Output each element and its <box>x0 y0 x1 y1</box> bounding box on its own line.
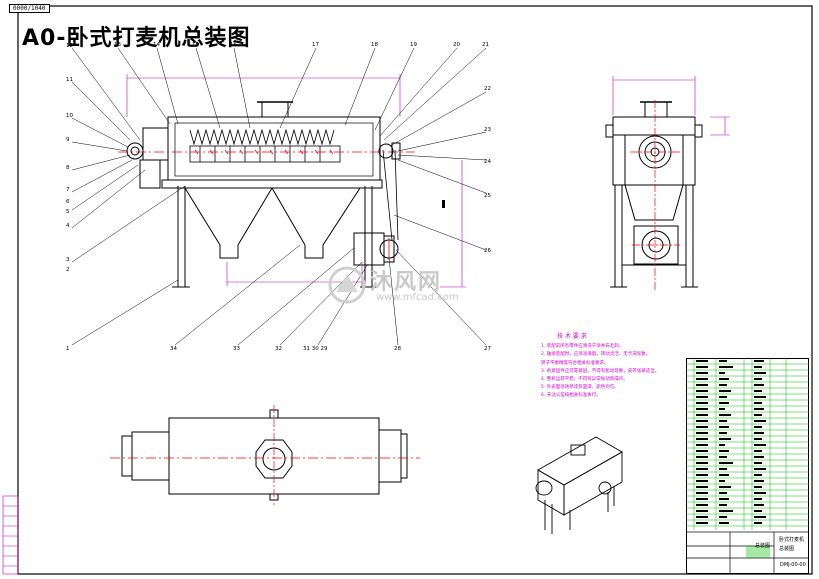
watermark-url: www.mfcad.com <box>376 292 459 303</box>
technical-requirements: 技 术 要 求 1. 装配前所有零件应清洗干净并去毛刺。 2. 轴承装配时，应涂… <box>541 333 681 401</box>
part-label: 31 30 29 <box>303 346 328 352</box>
part-label: 27 <box>484 346 491 352</box>
tech-requirements-title: 技 术 要 求 <box>557 333 587 340</box>
part-labels: 12 11 10 9 8 7 6 5 4 3 2 1 13 14 15 16 1… <box>66 42 491 352</box>
part-label: 19 <box>410 42 417 48</box>
tech-requirement-item: 2. 轴承装配时，应涂润滑脂，转动灵活，无卡滞现象。 <box>541 352 651 358</box>
part-label: 1 <box>66 346 70 352</box>
part-label: 5 <box>66 209 70 215</box>
tech-requirement-item: 6. 未注公差按相关标准执行。 <box>541 393 601 399</box>
part-label: 21 <box>482 42 489 48</box>
top-view <box>121 409 408 501</box>
dimensions-side <box>612 76 730 136</box>
part-label: 18 <box>371 42 378 48</box>
side-view <box>605 101 703 288</box>
part-label: 10 <box>66 113 73 119</box>
drawing-stamp: 0000/1040 <box>9 4 50 13</box>
tech-requirement-item: 1. 装配前所有零件应清洗干净并去毛刺。 <box>541 344 624 350</box>
rotor-beaters <box>189 128 341 163</box>
watermark-logo-icon <box>328 266 366 304</box>
part-label: 13 <box>114 42 121 48</box>
part-label: 34 <box>170 346 177 352</box>
part-label: 16 <box>230 42 237 48</box>
drawing-number: DMJ-00-00 <box>780 562 806 568</box>
part-label: 8 <box>66 165 70 171</box>
leader-lines <box>71 47 487 346</box>
part-label: 12 <box>66 43 73 49</box>
watermark-brand: 沐风网 <box>370 270 443 295</box>
drawing-title: A0-卧式打麦机总装图 <box>22 26 251 51</box>
part-label: 15 <box>192 42 199 48</box>
bill-of-materials: 总装图 卧式打麦机 总装图 DMJ-00-00 <box>686 358 809 574</box>
part-label: 33 <box>233 346 240 352</box>
part-label: 7 <box>66 187 70 193</box>
tech-requirement-item: 转子平衡精度符合相关标准要求。 <box>541 360 609 366</box>
watermark: 沐风网 www.mfcad.com <box>322 262 497 310</box>
bom-grid <box>686 358 809 574</box>
part-label: 22 <box>484 86 491 92</box>
title-block-stamp: 总装图 <box>755 543 771 549</box>
dimension-mark <box>442 200 445 208</box>
tech-requirement-item: 3. 各紧固件应可靠紧固，不得有松动现象，皮带张紧适当。 <box>541 368 660 374</box>
title-block-name: 卧式打麦机 <box>779 537 805 543</box>
part-label: 6 <box>66 199 70 205</box>
centerlines-side <box>630 100 680 292</box>
tech-requirement-item: 5. 外表面涂防锈漆及面漆，颜色均匀。 <box>541 385 619 391</box>
part-label: 9 <box>66 137 70 143</box>
part-label: 23 <box>484 127 491 133</box>
sheet-border <box>17 5 813 575</box>
part-label: 25 <box>484 193 491 199</box>
centerlines-front <box>118 149 415 260</box>
part-label: 17 <box>312 42 319 48</box>
centerlines-top <box>110 405 420 505</box>
part-label: 3 <box>66 257 70 263</box>
isometric-view <box>535 436 623 534</box>
title-block-subname: 总装图 <box>779 546 795 552</box>
part-label: 26 <box>484 248 491 254</box>
part-label: 14 <box>153 42 160 48</box>
dimensions-front <box>126 74 466 288</box>
tech-requirement-item: 4. 整机运转平稳，不得有异常振动和噪声。 <box>541 377 628 383</box>
part-label: 28 <box>394 346 401 352</box>
part-label: 11 <box>66 77 73 83</box>
front-view <box>139 101 399 288</box>
part-label: 20 <box>453 42 460 48</box>
part-label: 24 <box>484 159 491 165</box>
part-label: 32 <box>275 346 282 352</box>
part-label: 4 <box>66 223 70 229</box>
part-label: 2 <box>66 267 70 273</box>
margin-strip <box>2 495 19 575</box>
